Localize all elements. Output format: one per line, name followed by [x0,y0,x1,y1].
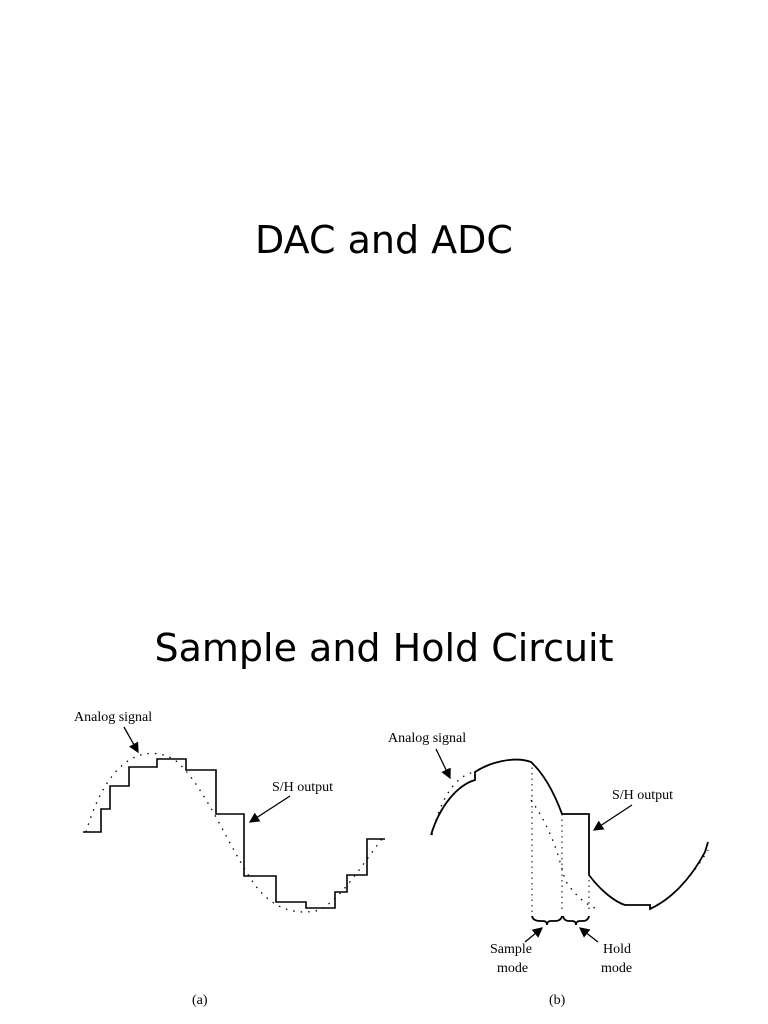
caption-b: (b) [549,993,566,1008]
arrow-sh-output-b [592,804,633,831]
label-sh-output-b: S/H output [612,788,673,803]
label-hold-line1: Hold [603,942,631,957]
label-sample-line1: Sample [490,942,532,957]
arrow-analog-b [435,748,451,780]
label-sample-line2: mode [497,961,528,976]
brace-sample-mode [531,915,563,926]
arrow-hold-mode [578,927,599,943]
caption-a: (a) [192,993,208,1008]
analog-signal-curve-a [85,752,386,913]
sh-output-curve-b [430,758,709,911]
label-hold-line2: mode [601,961,632,976]
arrow-analog-a [123,726,139,754]
label-sh-output-a: S/H output [272,780,333,795]
slide-title-sample-hold: Sample and Hold Circuit [154,626,614,670]
sample-hold-figure: Analog signal S/H output (a) Analog sign… [74,710,709,1008]
label-analog-signal-a: Analog signal [74,710,152,725]
brace-hold-mode [562,915,590,926]
slide-title-dac-adc: DAC and ADC [255,218,513,262]
figure-b: Analog signal S/H output Sample mode Hol… [388,731,709,1008]
label-analog-signal-b: Analog signal [388,731,466,746]
sh-output-staircase-a [83,758,385,909]
arrow-sh-output-a [248,795,291,823]
figure-a: Analog signal S/H output (a) [74,710,386,1008]
arrow-sample-mode [524,927,544,943]
